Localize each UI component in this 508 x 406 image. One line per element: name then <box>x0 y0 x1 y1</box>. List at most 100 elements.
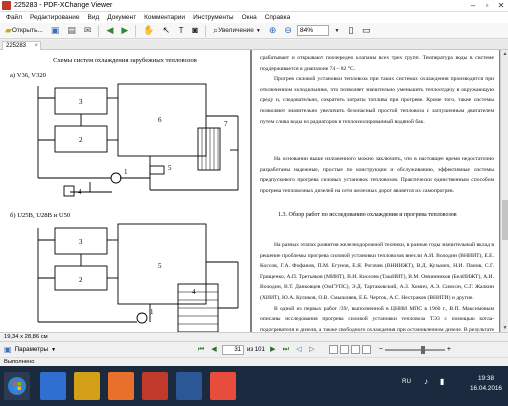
diagram-b-label: 4 <box>192 288 196 296</box>
select-tool-button[interactable]: ↖ <box>160 24 174 37</box>
language-indicator[interactable]: RU <box>402 378 411 385</box>
paragraph: На основании выше изложенного можно закл… <box>260 156 494 194</box>
facing-icon[interactable] <box>350 345 360 354</box>
scrollbar-thumb[interactable] <box>502 200 508 240</box>
history-forward-icon[interactable]: ▷ <box>309 345 315 353</box>
zoom-percent-input[interactable]: 84% <box>296 25 329 36</box>
diagram-a-label: 7 <box>224 120 228 128</box>
open-button[interactable]: ▰ Открыть... <box>5 25 43 35</box>
zoom-in-button[interactable]: ⊕ <box>266 24 280 37</box>
hand-tool-button[interactable]: ✋ <box>140 24 157 37</box>
page-title: Схемы систем охлаждения зарубежных тепло… <box>53 57 197 64</box>
diagram-a-label: 2 <box>79 136 83 144</box>
zoom-track[interactable] <box>384 345 445 354</box>
diagram-b-caption: б) U25B, U28B и U50 <box>10 212 71 219</box>
diagram-a-label: 6 <box>158 116 162 124</box>
menu-bar: Файл Редактирование Вид Документ Коммент… <box>0 12 508 23</box>
scroll-down-icon[interactable]: ▼ <box>502 325 508 331</box>
status-done: Выполнено <box>0 357 508 366</box>
chevron-down-icon: ▼ <box>255 27 261 34</box>
last-page-icon[interactable]: ⏭ <box>282 345 289 353</box>
fit-page-button[interactable]: ▯ <box>345 24 357 37</box>
menu-windows[interactable]: Окна <box>241 14 257 21</box>
network-icon[interactable]: ▮ <box>440 377 445 386</box>
cooling-diagram-a: 3 6 7 2 1 5 4 <box>37 83 239 197</box>
menu-view[interactable]: Вид <box>87 14 100 21</box>
toolbar: ▰ Открыть... ▣ ▤ ✉ ◀ ▶ ✋ ↖ T ◙ ⌕ Увеличе… <box>0 23 508 39</box>
diagram-a-label: 5 <box>168 164 172 172</box>
paragraph: срабатывает и открывают поочередно клапа… <box>260 55 494 72</box>
browser-icon[interactable] <box>40 372 66 400</box>
menu-help[interactable]: Справка <box>264 14 291 21</box>
scroll-up-icon[interactable]: ▲ <box>502 51 508 57</box>
maximize-button[interactable]: ▫ <box>485 1 489 10</box>
arrow-left-icon: ◀ <box>106 25 114 35</box>
chevron-down-icon: ▼ <box>334 27 340 34</box>
zoom-in-icon[interactable]: + <box>446 346 451 353</box>
app-icon <box>2 1 11 10</box>
diagram-a-caption: а) V36, V320 <box>10 72 46 79</box>
menu-file[interactable]: Файл <box>6 14 22 21</box>
zoom-slider[interactable]: − + <box>378 345 451 354</box>
view-mode-buttons <box>328 345 371 354</box>
prev-page-icon[interactable]: ◀ <box>211 345 217 353</box>
menu-comments[interactable]: Комментарии <box>144 14 186 21</box>
clock[interactable]: 19:38 16.04.2016 <box>466 374 506 394</box>
pdf-viewer-icon[interactable] <box>142 372 168 400</box>
current-page-input[interactable]: 31 <box>222 344 244 355</box>
menu-edit[interactable]: Редактирование <box>29 14 80 21</box>
menu-tools[interactable]: Инструменты <box>193 14 234 21</box>
taskbar: RU ♪ ▮ 19:38 16.04.2016 <box>0 366 508 406</box>
title-bar: 225283 - PDF-XChange Viewer – ▫ ✕ <box>0 0 508 12</box>
email-button[interactable]: ✉ <box>81 24 95 37</box>
text-tool-button[interactable]: T <box>175 24 187 37</box>
chevron-down-icon: ▼ <box>51 346 57 353</box>
snapshot-button[interactable]: ◙ <box>189 24 201 37</box>
app-icon[interactable] <box>210 372 236 400</box>
tab-document[interactable]: 225283 × <box>2 41 42 50</box>
document-viewport[interactable]: Схемы систем охлаждения зарубежных тепло… <box>0 50 500 332</box>
menu-document[interactable]: Документ <box>107 14 137 21</box>
zoom-out-icon: ⊖ <box>284 25 292 35</box>
print-button[interactable]: ▤ <box>64 24 79 37</box>
continuous-facing-icon[interactable] <box>361 345 371 354</box>
page-right: срабатывает и открывают поочередно клапа… <box>252 50 499 332</box>
page-count: из 101 <box>247 346 265 353</box>
diagram-b-label: 3 <box>79 238 83 246</box>
single-page-icon[interactable] <box>328 345 338 354</box>
section-heading: 1.3. Обзор работ по исследованию охлажде… <box>278 212 457 218</box>
history-back-icon[interactable]: ◁ <box>296 345 302 353</box>
zoom-button[interactable]: ⌕ Увеличение ▼ <box>213 25 261 35</box>
vertical-scrollbar[interactable]: ▲ ▼ <box>500 50 508 332</box>
start-button-icon[interactable] <box>4 372 30 400</box>
first-page-icon[interactable]: ⏮ <box>197 345 205 353</box>
page-left: Схемы систем охлаждения зарубежных тепло… <box>0 50 250 332</box>
close-tab-icon[interactable]: × <box>34 43 39 49</box>
page-size-text: 19,34 x 28,86 см <box>4 334 48 340</box>
zoom-out-icon[interactable]: − <box>378 346 383 353</box>
params-button[interactable]: ▣ Параметры ▼ <box>4 345 57 354</box>
diagram-a-label: 4 <box>78 188 82 196</box>
minimize-button[interactable]: – <box>470 1 476 10</box>
fit-width-button[interactable]: ▭ <box>359 24 374 37</box>
explorer-icon[interactable] <box>74 372 100 400</box>
continuous-icon[interactable] <box>339 345 349 354</box>
word-icon[interactable] <box>176 372 202 400</box>
next-page-icon[interactable]: ▶ <box>270 345 276 353</box>
zoom-dropdown-button[interactable]: ▼ <box>331 24 343 37</box>
close-button[interactable]: ✕ <box>497 1 505 10</box>
back-button[interactable]: ◀ <box>103 24 116 37</box>
speaker-icon[interactable]: ♪ <box>424 377 428 386</box>
media-player-icon[interactable] <box>108 372 134 400</box>
save-button[interactable]: ▣ <box>48 24 63 37</box>
paragraph: На разных этапах развития железнодорожно… <box>260 242 494 301</box>
zoom-icon: ⌕ <box>213 25 219 35</box>
zoom-knob[interactable] <box>420 345 425 354</box>
zoom-out-button[interactable]: ⊖ <box>281 24 295 37</box>
hand-icon: ✋ <box>143 25 155 35</box>
diagram-b-label: 1 <box>150 308 154 316</box>
forward-button[interactable]: ▶ <box>118 24 131 37</box>
text-block-3: На разных этапах развития железнодорожно… <box>260 240 494 332</box>
camera-icon: ◙ <box>192 25 198 35</box>
folder-icon: ▰ <box>5 25 12 35</box>
